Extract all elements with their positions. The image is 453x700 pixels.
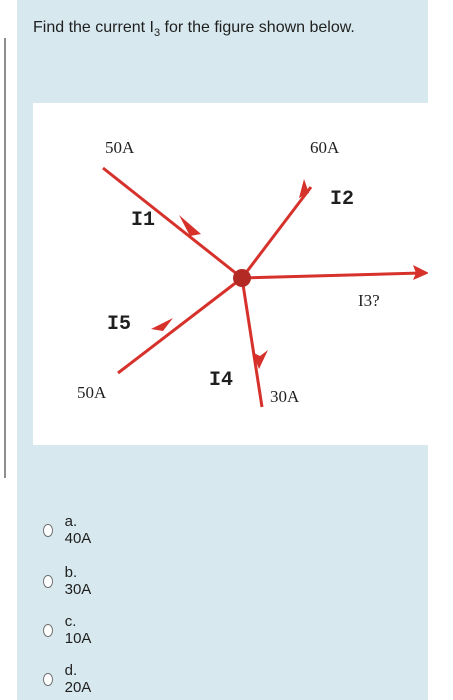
arrow-i2-icon xyxy=(299,179,309,198)
label-i1: I1 xyxy=(131,209,155,232)
arrow-i3-icon xyxy=(413,265,428,280)
option-a-label: a. 40A xyxy=(64,513,92,547)
wire-i4 xyxy=(240,277,264,408)
question-text: Find the current I3 for the figure shown… xyxy=(33,15,403,42)
radio-button-icon[interactable] xyxy=(43,574,53,588)
option-a[interactable]: a. 40A xyxy=(43,513,95,547)
arrow-i4-icon xyxy=(252,350,268,369)
option-c-label: c. 10A xyxy=(64,613,92,647)
label-bottom-right-current: 30A xyxy=(270,387,300,406)
radio-button-icon[interactable] xyxy=(43,623,53,637)
question-subscript: 3 xyxy=(153,27,161,39)
label-i3: I3? xyxy=(358,291,380,310)
option-b-label: b. 30A xyxy=(64,564,92,598)
wire-i1 xyxy=(102,166,243,280)
junction-node xyxy=(233,269,251,287)
wire-i2 xyxy=(240,186,313,279)
option-d[interactable]: d. 20A xyxy=(43,662,95,696)
arrow-i1-icon xyxy=(179,215,201,236)
radio-button-icon[interactable] xyxy=(43,672,53,686)
left-divider xyxy=(4,38,6,478)
option-d-label: d. 20A xyxy=(64,662,92,696)
label-top-right-current: 60A xyxy=(310,138,340,157)
wire-i5 xyxy=(117,276,243,375)
label-i4: I4 xyxy=(209,369,233,392)
circuit-figure: 50A 60A 50A 30A I1 I2 I3? I4 I5 xyxy=(33,103,428,445)
label-i2: I2 xyxy=(330,188,354,211)
arrow-i5-icon xyxy=(151,318,173,331)
label-top-left-current: 50A xyxy=(105,138,135,157)
option-c[interactable]: c. 10A xyxy=(43,613,95,647)
label-bottom-left-current: 50A xyxy=(77,383,107,402)
radio-button-icon[interactable] xyxy=(43,523,53,537)
wire-i3 xyxy=(241,271,422,280)
junction-diagram: 50A 60A 50A 30A I1 I2 I3? I4 I5 xyxy=(77,138,428,408)
option-b[interactable]: b. 30A xyxy=(43,564,95,598)
label-i5: I5 xyxy=(107,313,131,336)
question-text-start: Find the current I xyxy=(33,19,154,36)
question-text-end: for the figure shown below. xyxy=(160,19,355,36)
